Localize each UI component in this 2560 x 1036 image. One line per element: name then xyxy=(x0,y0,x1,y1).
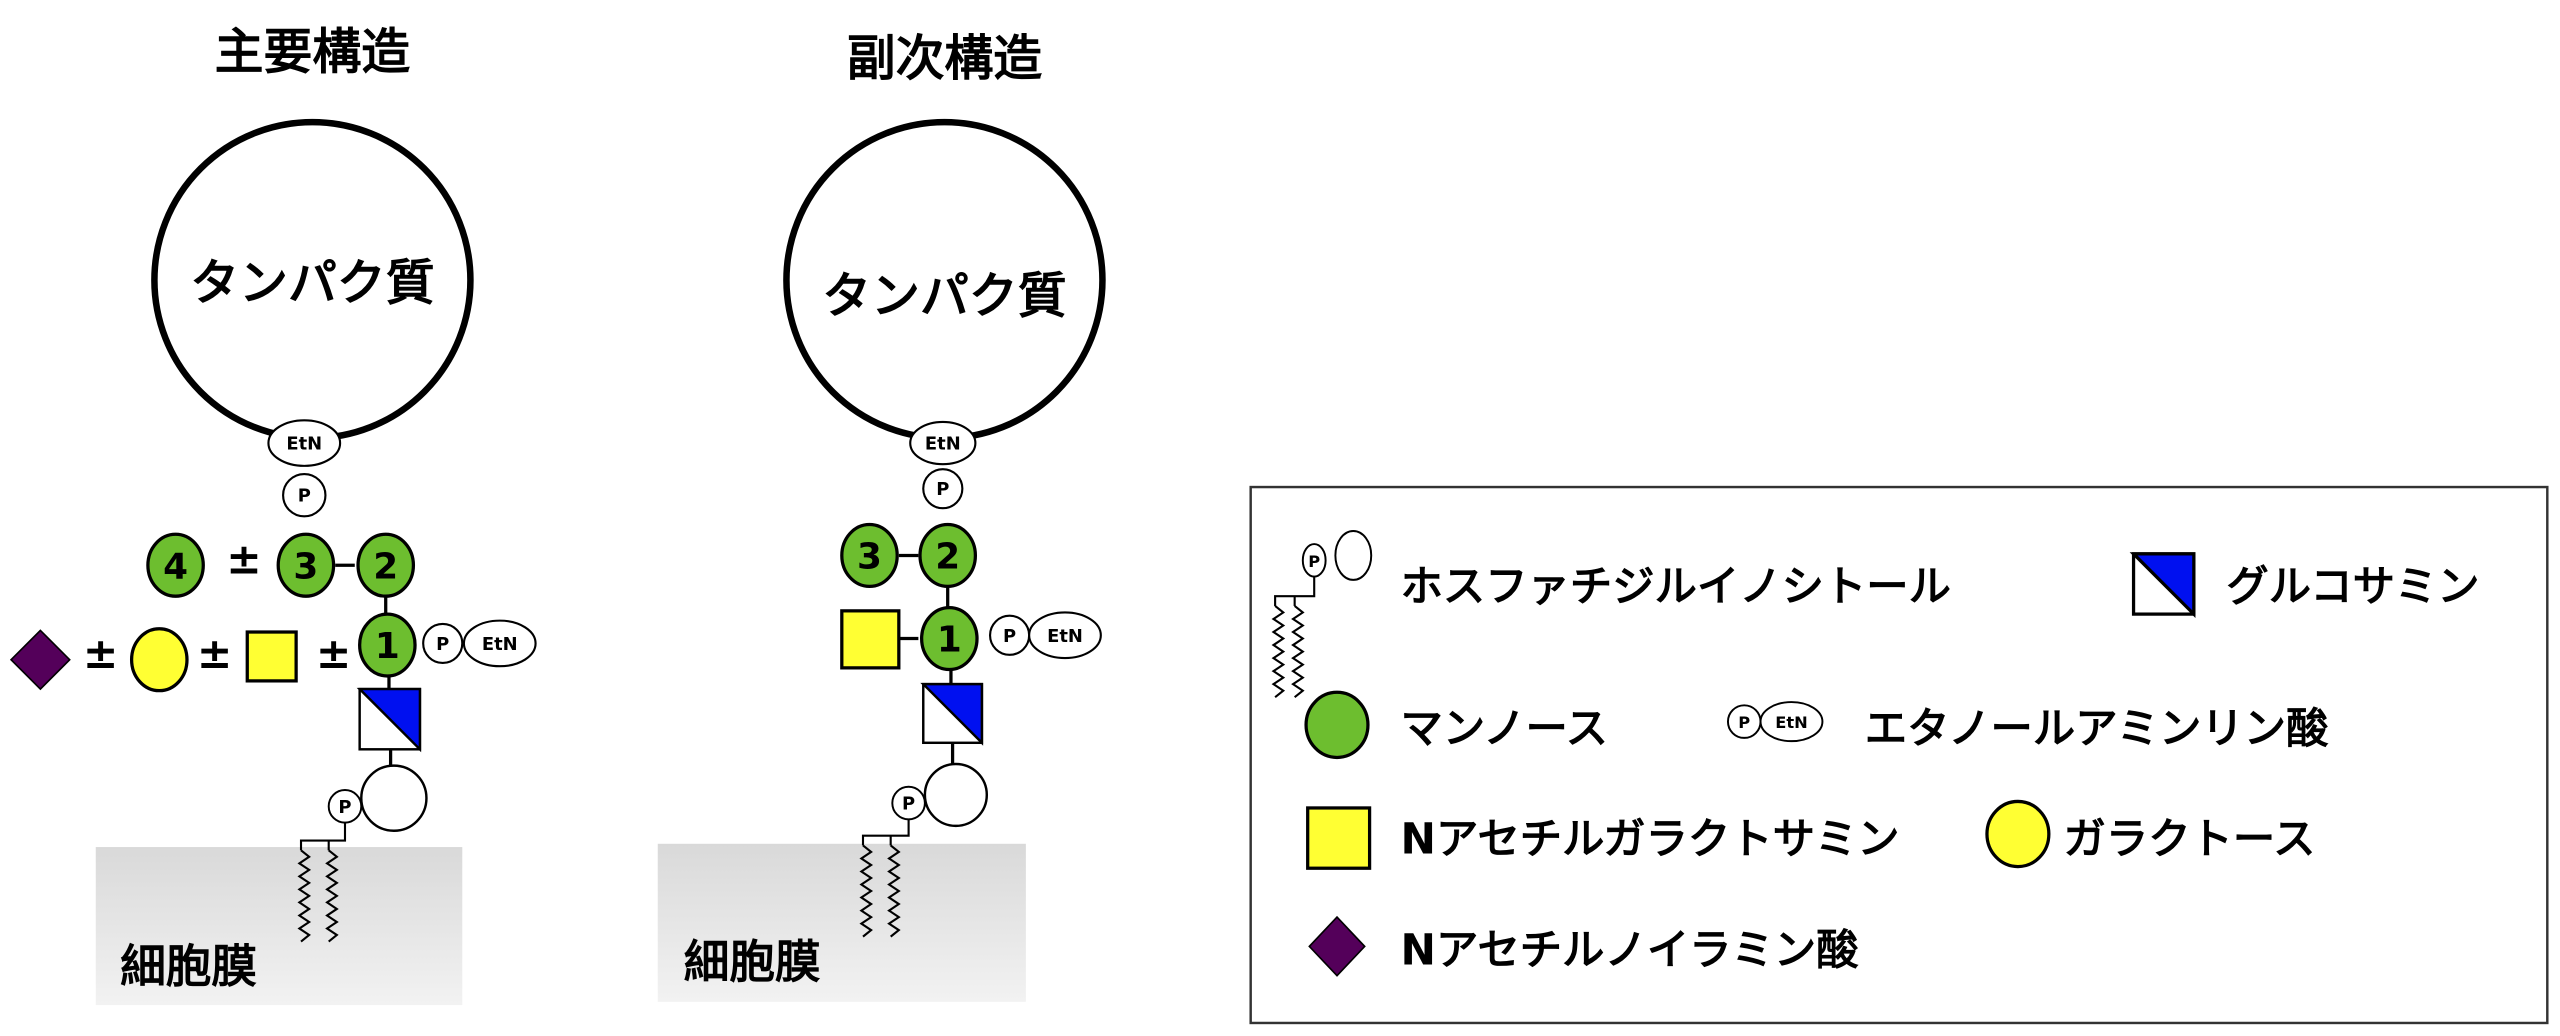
plus-minus: ± xyxy=(226,534,261,583)
phosphate-label: P xyxy=(338,797,351,818)
phosphate-circle xyxy=(422,622,464,665)
mannose-2 xyxy=(918,522,978,589)
mannose-1 xyxy=(358,612,417,678)
plus-minus: ± xyxy=(197,629,232,678)
phosphate-label: P xyxy=(1003,626,1016,647)
legend-pi-label: ホスファチジルイノシトール xyxy=(1401,562,1951,611)
etn-label: EtN xyxy=(1047,626,1083,647)
legend: P ホスファチジルイノシトール グルコサミン マンノース P EtN エタノール… xyxy=(1249,485,2549,1025)
legend-galnac-icon xyxy=(1306,806,1372,870)
phosphate-circle xyxy=(922,468,964,510)
etn-label: EtN xyxy=(925,434,961,455)
mannose-4-label: 4 xyxy=(163,546,188,587)
etn-label: EtN xyxy=(286,434,322,455)
phosphate-circle xyxy=(282,472,327,518)
legend-etnp-icon: P EtN xyxy=(1726,701,1824,743)
mannose-2-label: 2 xyxy=(935,536,960,577)
legend-glucosamine-icon xyxy=(2129,552,2196,619)
etn-ellipse xyxy=(909,420,977,466)
phosphate-label: P xyxy=(902,794,915,815)
legend-galactose-label: ガラクトース xyxy=(2064,815,2316,864)
minor-title: 副次構造 xyxy=(847,30,1043,87)
mannose-4 xyxy=(146,532,205,598)
galnac-square xyxy=(840,609,901,670)
minor-structure: 副次構造 タンパク質 細胞膜 EtN P 3 2 1 P EtN xyxy=(657,30,1106,1002)
phosphate-label: P xyxy=(1738,713,1750,732)
mannose-1-label: 1 xyxy=(937,620,962,661)
mannose-2-label: 2 xyxy=(373,546,398,587)
svg-text:P: P xyxy=(1308,552,1320,571)
etn-label: EtN xyxy=(1775,713,1808,732)
legend-mannose-icon xyxy=(1304,690,1370,760)
legend-galnac-label: Nアセチルガラクトサミン xyxy=(1401,815,1900,864)
membrane-label: 細胞膜 xyxy=(120,940,257,993)
major-structure: 主要構造 タンパク質 細胞膜 EtN P 4 ± 3 2 1 ± ± ± P E… xyxy=(9,23,537,1006)
glucosamine-square xyxy=(920,682,984,746)
glucosamine-square xyxy=(356,687,422,753)
cell-membrane xyxy=(95,847,463,1006)
etn-ellipse xyxy=(462,619,537,668)
phosphatidylinositol: P xyxy=(298,764,428,943)
galactose-circle xyxy=(129,627,189,693)
membrane-label: 細胞膜 xyxy=(684,935,821,988)
legend-etnp-label: エタノールアミンリン酸 xyxy=(1865,704,2329,753)
mannose-3-label: 3 xyxy=(857,536,882,577)
cell-membrane xyxy=(657,843,1026,1002)
protein-label: タンパク質 xyxy=(190,255,434,312)
etn-label: EtN xyxy=(482,634,518,655)
mannose-3 xyxy=(840,522,899,589)
etn-ellipse xyxy=(1028,611,1102,660)
phosphatidylinositol: P xyxy=(860,762,989,938)
phosphate-label: P xyxy=(436,634,449,655)
major-title: 主要構造 xyxy=(215,23,411,80)
legend-box xyxy=(1249,485,2549,1025)
phosphate-label: P xyxy=(936,479,949,500)
mannose-3 xyxy=(276,532,336,598)
legend-neuac-label: Nアセチルノイラミン酸 xyxy=(1401,925,1860,974)
plus-minus: ± xyxy=(316,629,351,678)
plus-minus: ± xyxy=(83,629,118,678)
legend-glucosamine-label: グルコサミン xyxy=(2226,562,2479,611)
protein-label: タンパク質 xyxy=(822,268,1066,325)
phosphate-label: P xyxy=(298,486,311,507)
galnac-square xyxy=(245,630,298,683)
legend-pi-icon: P xyxy=(1272,530,1373,699)
legend-mannose-label: マンノース xyxy=(1401,704,1608,753)
neuac-diamond xyxy=(9,629,71,691)
mannose-1 xyxy=(920,605,979,672)
legend-neuac-icon xyxy=(1308,915,1366,977)
mannose-3-label: 3 xyxy=(293,546,318,587)
mannose-1-label: 1 xyxy=(375,626,400,667)
legend-galactose-icon xyxy=(1985,799,2051,869)
mannose-2 xyxy=(356,532,416,598)
etn-ellipse xyxy=(267,419,342,467)
